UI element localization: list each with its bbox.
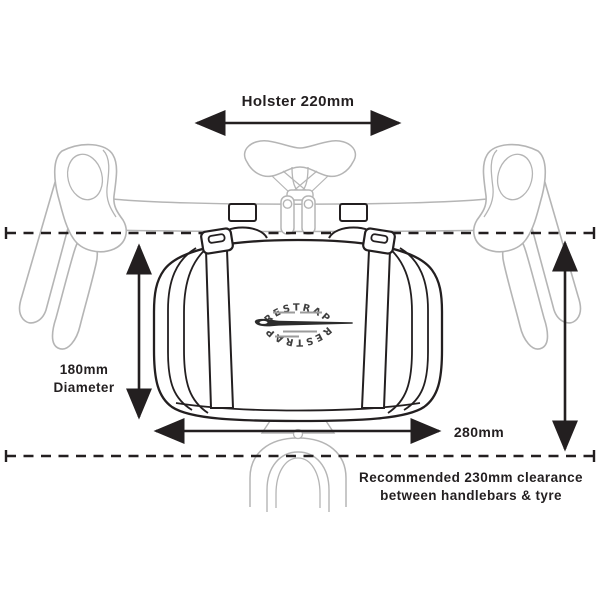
bag-straps	[204, 249, 392, 409]
clearance-note-label: Recommended 230mm clearance between hand…	[359, 469, 583, 505]
handlebar-guide-line	[4, 227, 596, 239]
bag-diameter-label: 180mm Diameter	[54, 361, 115, 397]
diameter-word-text: Diameter	[53, 380, 115, 395]
bar-mount-blocks	[217, 203, 379, 239]
stem	[280, 195, 316, 235]
dimension-arrows	[126, 110, 578, 452]
logo-needle-icon	[254, 318, 353, 327]
bag-width-text: 280mm	[453, 424, 505, 440]
bag-width-label: 280mm	[454, 424, 504, 440]
diameter-value-text: 180mm	[59, 362, 109, 377]
tyre-guide-line	[4, 450, 596, 462]
handlebar	[105, 198, 495, 233]
saddle	[243, 140, 357, 201]
left-brake-lever	[18, 143, 128, 350]
fork-fender	[249, 420, 347, 512]
clearance-guides	[4, 227, 596, 462]
strap-buckle-right	[362, 227, 396, 255]
clearance-line2-text: between handlebars & tyre	[380, 488, 562, 503]
bag-bottom-seam	[175, 402, 421, 412]
strap-buckle-left	[200, 227, 234, 255]
holster-width-label: Holster 220mm	[242, 93, 355, 110]
holster-width-text: Holster 220mm	[241, 93, 355, 110]
clearance-line1-text: Recommended 230mm clearance	[359, 470, 583, 485]
logo-speed-lines	[273, 311, 322, 338]
bag-endcap-contours	[167, 243, 429, 414]
